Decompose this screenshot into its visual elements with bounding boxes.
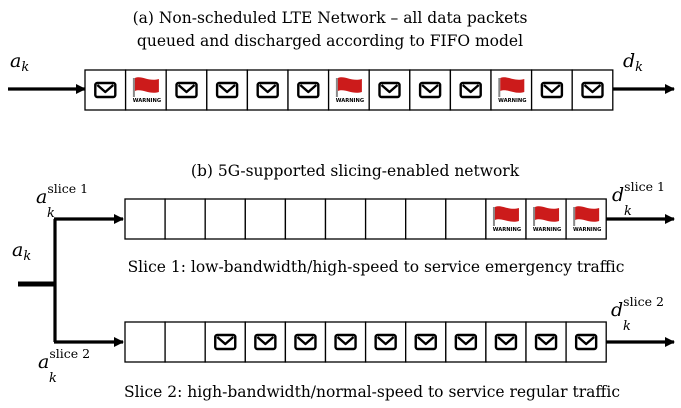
mail-icon: [414, 333, 437, 351]
slice2-queue: [124, 321, 607, 363]
mail-icon: [294, 333, 317, 351]
slice2-packet-slot: [445, 321, 487, 363]
slice2-packet-slot: [324, 321, 367, 363]
panel-a-packet-slot: [287, 69, 330, 111]
panel-a-packet-slot: [206, 69, 249, 111]
slice1-packet-slot: [364, 198, 407, 240]
panel-a-packet-slot: [409, 69, 452, 111]
slice1-packet-slot: [445, 198, 487, 240]
warning-label: WARNING: [533, 227, 561, 233]
panel-a-packet-slot: WARNING: [327, 69, 370, 111]
mail-icon: [374, 333, 397, 351]
panel-b-input-label: ak: [12, 239, 31, 264]
slice1-output-label: dslice 1: [612, 179, 665, 206]
mail-icon: [540, 81, 564, 99]
mail-icon: [534, 333, 558, 351]
slice1-packet-slot: [204, 198, 246, 240]
slice1-packet-slot: WARNING: [525, 198, 567, 240]
slice2-packet-slot: [204, 321, 246, 363]
mail-icon: [494, 333, 518, 351]
panel-a-packet-slot: WARNING: [490, 69, 533, 111]
slice2-output-label: dslice 2: [611, 294, 664, 321]
slice1-packet-slot: [284, 198, 327, 240]
slice2-packet-slot: [565, 321, 607, 363]
warning-flag-icon: WARNING: [493, 206, 521, 233]
mail-icon: [175, 81, 198, 99]
slice1-packet-slot: [124, 198, 166, 240]
slice1-packet-slot: WARNING: [565, 198, 607, 240]
slice2-packet-slot: [405, 321, 447, 363]
panel-a-packet-slot: WARNING: [124, 69, 167, 111]
slice2-output-sub: k: [623, 319, 631, 334]
warning-label: WARNING: [133, 98, 161, 104]
panel-a-output-label: dk: [623, 50, 643, 75]
panel-a-packet-slot: [246, 69, 289, 111]
warning-label: WARNING: [493, 227, 521, 233]
warning-label: WARNING: [336, 98, 364, 104]
panel-a-packet-slot: [571, 69, 614, 111]
warning-label: WARNING: [573, 227, 601, 233]
mail-icon: [454, 333, 478, 351]
mail-icon: [581, 81, 604, 99]
panel-a-caption-line2: queued and discharged according to FIFO …: [137, 32, 523, 50]
warning-flag-icon: WARNING: [533, 206, 561, 233]
mail-icon: [254, 333, 277, 351]
mail-icon: [215, 81, 239, 99]
panel-b-caption: (b) 5G-supported slicing-enabled network: [191, 162, 520, 180]
panel-a: (a) Non-scheduled LTE Network – all data…: [8, 9, 675, 111]
panel-a-packet-slot: [530, 69, 573, 111]
slice2-packet-slot: [124, 321, 166, 363]
warning-flag-icon: WARNING: [336, 77, 364, 104]
slice1-packet-slot: [324, 198, 367, 240]
slice2-packet-slot: [364, 321, 407, 363]
slice1-output-sub: k: [624, 204, 632, 219]
mail-icon: [459, 81, 482, 99]
mail-icon: [334, 333, 357, 351]
mail-icon: [214, 333, 237, 351]
slice2-caption: Slice 2: high-bandwidth/normal-speed to …: [124, 383, 620, 401]
mail-icon: [418, 81, 442, 99]
slice1-input-label: aslice 1: [36, 181, 88, 208]
warning-label: WARNING: [498, 98, 526, 104]
warning-flag-icon: WARNING: [573, 206, 601, 233]
slice1-packet-slot: WARNING: [485, 198, 527, 240]
mail-icon: [297, 81, 320, 99]
slice2-packet-slot: [525, 321, 567, 363]
warning-flag-icon: WARNING: [498, 77, 526, 104]
slice1-caption: Slice 1: low-bandwidth/high-speed to ser…: [128, 258, 625, 276]
panel-a-packet-slot: [368, 69, 411, 111]
panel-a-input-label: ak: [10, 50, 29, 75]
slice1-queue: WARNING WARNING WARNING: [124, 198, 607, 240]
slice1-packet-slot: [164, 198, 206, 240]
panel-a-fifo-queue: WARNING WARNING WARNING: [84, 69, 614, 111]
slice2-packet-slot: [244, 321, 287, 363]
slice1-packet-slot: [405, 198, 447, 240]
mail-icon: [574, 333, 598, 351]
mail-icon: [256, 81, 279, 99]
slice2-packet-slot: [284, 321, 327, 363]
mail-icon: [94, 81, 117, 99]
panel-a-packet-slot: [165, 69, 208, 111]
panel-a-packet-slot: [84, 69, 127, 111]
panel-b: (b) 5G-supported slicing-enabled network…: [12, 162, 675, 401]
slice1-input-sub: k: [47, 206, 55, 221]
mail-icon: [378, 81, 401, 99]
slice2-packet-slot: [164, 321, 206, 363]
slice2-input-label: aslice 2: [38, 346, 90, 373]
panel-a-packet-slot: [449, 69, 492, 111]
slice1-packet-slot: [244, 198, 287, 240]
panel-a-caption-line1: (a) Non-scheduled LTE Network – all data…: [133, 9, 528, 27]
slice2-input-sub: k: [49, 371, 57, 386]
warning-flag-icon: WARNING: [133, 77, 161, 104]
slice2-packet-slot: [485, 321, 527, 363]
